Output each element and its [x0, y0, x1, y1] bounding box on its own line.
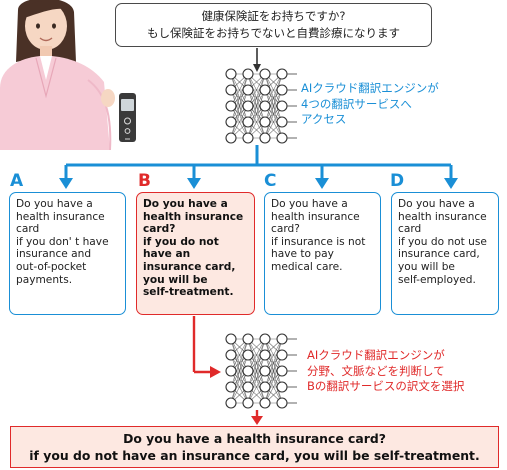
ai-step2-line: Bの翻訳サービスの訳文を選択: [307, 379, 465, 393]
distribution-connector: [64, 145, 453, 180]
option-d-line: you will be: [398, 260, 455, 273]
ai-step2-line: AIクラウド翻訳エンジンが: [307, 348, 445, 362]
option-a-line: Do you have a: [16, 198, 93, 210]
result-line-2: if you do not have an insurance card, yo…: [29, 448, 480, 463]
option-b-line: insurance card,: [143, 260, 236, 273]
option-c-line: have to pay: [271, 248, 334, 261]
option-d-line: health insurance: [398, 210, 487, 223]
result-line-1: Do you have a health insurance card?: [123, 431, 386, 446]
ai-step2-caption: AIクラウド翻訳エンジンが 分野、文脈などを判断して Bの翻訳サービスの訳文を選…: [307, 348, 464, 395]
option-c-line: card?: [271, 223, 300, 236]
result-box: Do you have a health insurance card? if …: [10, 426, 499, 468]
speech-line-2: もし保険証をお持ちでないと自費診療になります: [147, 26, 400, 40]
option-c-line: health insurance: [271, 210, 360, 223]
option-a-line: insurance and: [16, 248, 92, 261]
ai-step1-line: AIクラウド翻訳エンジンが: [301, 81, 439, 95]
voice-recorder-icon: [119, 93, 136, 142]
option-d-line: Do you have a: [398, 198, 475, 210]
speech-bubble: 健康保険証をお持ちですか? もし保険証をお持ちでないと自費診療になります: [115, 3, 432, 47]
ai-step2-line: 分野、文脈などを判断して: [307, 363, 445, 378]
option-b-line: health insurance: [143, 210, 244, 223]
option-b-line: self-treatment.: [143, 286, 234, 299]
option-box-b: Do you have a health insurance card? if …: [136, 192, 255, 315]
ai-step1-line: 4つの翻訳サービスへ: [301, 96, 412, 111]
option-c-line: medical care.: [271, 260, 343, 273]
selection-connector: [192, 316, 212, 374]
option-d-line: insurance card,: [398, 248, 480, 261]
ai-step1-caption: AIクラウド翻訳エンジンが 4つの翻訳サービスへ アクセス: [301, 81, 439, 128]
ai-step1-line: アクセス: [301, 112, 347, 126]
option-a-line: card: [16, 223, 40, 236]
person-illustration: [0, 0, 115, 151]
option-letter-d: D: [390, 171, 405, 191]
option-b-line: have an: [143, 248, 191, 261]
option-c-line: if insurance is not: [271, 235, 366, 248]
option-a-line: if you don' t have: [16, 235, 109, 248]
option-letter-b: B: [138, 171, 151, 191]
distribution-arrowheads: [59, 178, 458, 189]
option-d-line: if you do not use: [398, 235, 487, 248]
option-a-line: payments.: [16, 273, 73, 286]
option-d-line: self-employed.: [398, 273, 476, 286]
speech-line-1: 健康保険証をお持ちですか?: [201, 9, 346, 23]
option-box-c: Do you have a health insurance card? if …: [264, 192, 381, 315]
neural-network-icon-2: [225, 333, 297, 409]
option-letter-c: C: [264, 171, 277, 191]
option-a-line: health insurance: [16, 210, 105, 223]
option-b-line: card?: [143, 223, 176, 236]
option-a-line: out-of-pocket: [16, 260, 87, 273]
option-box-d: Do you have a health insurance card if y…: [391, 192, 499, 315]
option-b-line: if you do not: [143, 235, 219, 248]
neural-network-icon: [225, 68, 297, 144]
option-box-a: Do you have a health insurance card if y…: [9, 192, 126, 315]
option-b-line: Do you have a: [143, 198, 228, 210]
option-letter-a: A: [10, 171, 24, 191]
option-c-line: Do you have a: [271, 198, 348, 210]
option-d-line: card: [398, 223, 422, 236]
option-b-line: you will be: [143, 273, 208, 286]
